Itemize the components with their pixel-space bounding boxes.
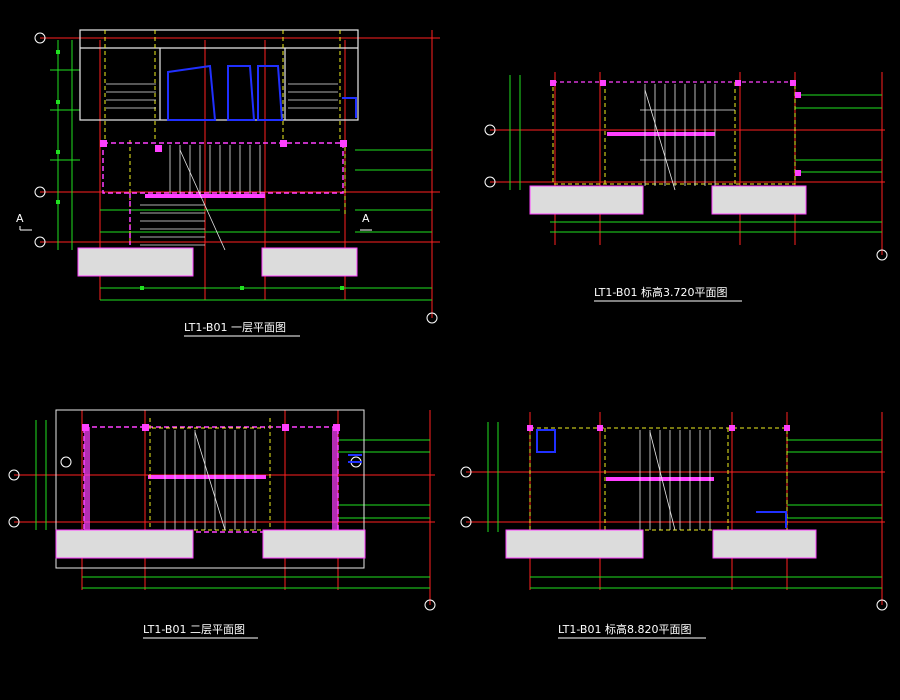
floor-plan-2: LT1-B01 标高3.720平面图 xyxy=(484,72,888,302)
floor-plan-4: LT1-B01 标高8.820平面图 xyxy=(460,412,888,639)
drawing-title-4: LT1-B01 标高8.820平面图 xyxy=(558,622,691,636)
drawing-title-1: LT1-B01 一层平面图 xyxy=(184,321,286,334)
floor-plan-1: A A LT1-B01 一层平面图 xyxy=(16,29,440,337)
drawing-title-3: LT1-B01 二层平面图 xyxy=(143,623,245,636)
floor-plan-3: LT1-B01 二层平面图 xyxy=(8,409,436,639)
section-mark-right: A xyxy=(362,212,370,225)
section-mark-left: A xyxy=(16,212,24,225)
drawing-title-2: LT1-B01 标高3.720平面图 xyxy=(594,285,727,299)
